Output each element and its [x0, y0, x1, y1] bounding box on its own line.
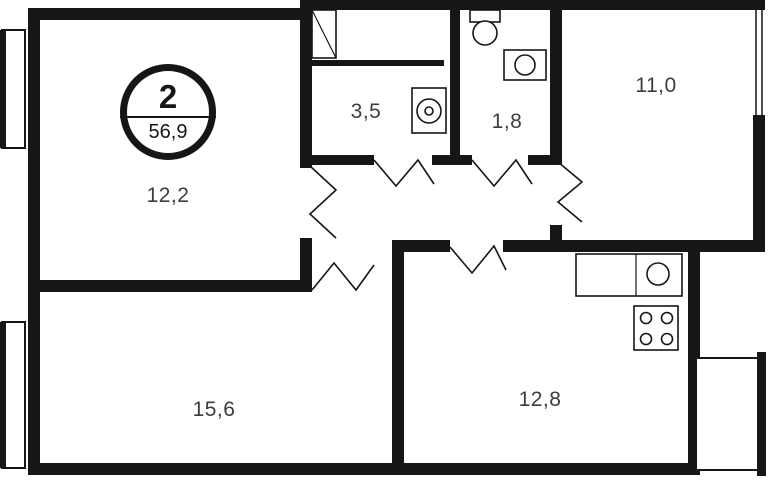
wall-segment	[300, 238, 312, 292]
wall-segment	[28, 463, 700, 475]
stove-icon	[633, 305, 679, 351]
wall-segment	[392, 240, 404, 475]
vent-shaft-icon	[311, 9, 337, 59]
wall-segment	[450, 0, 460, 155]
wall-segment	[550, 0, 562, 160]
stamp-total-area: 56,9	[148, 121, 188, 143]
washbasin-icon	[503, 49, 547, 81]
wall-segment	[28, 280, 312, 292]
wall-segment	[392, 240, 450, 252]
apartment-stamp: 2 56,9	[120, 64, 216, 160]
wall-segment	[300, 155, 374, 165]
kitchen-sink-icon	[646, 262, 670, 286]
wall-segment	[753, 115, 765, 252]
stamp-rooms-count: 2	[158, 78, 178, 115]
room-area-label: 1,8	[491, 110, 523, 133]
wall-segment	[28, 8, 312, 20]
wall-segment	[528, 155, 562, 165]
door-opening-zigzag	[311, 261, 375, 292]
door-opening-zigzag	[449, 244, 507, 275]
wall-segment	[550, 240, 765, 252]
wall-segment	[503, 240, 562, 252]
wall-segment	[514, 54, 536, 76]
wall-segment	[300, 8, 312, 168]
wall-segment	[432, 155, 472, 165]
room-area-label: 12,8	[518, 388, 562, 411]
room-area-label: 12,2	[146, 184, 190, 207]
wall-segment	[472, 20, 498, 46]
door-opening-zigzag	[308, 165, 338, 239]
wall-segment	[300, 0, 565, 10]
toilet-icon	[469, 9, 501, 46]
wall-segment	[757, 352, 766, 476]
room-area-label: 15,6	[192, 398, 236, 421]
wall-segment	[660, 332, 674, 346]
wall-segment	[0, 30, 6, 148]
wall-segment	[0, 322, 6, 468]
window-left-bottom	[0, 321, 38, 469]
wall-segment	[639, 332, 653, 346]
balcony	[695, 352, 766, 476]
door-openings	[308, 158, 584, 292]
window-right	[755, 10, 763, 115]
door-opening-zigzag	[471, 158, 533, 188]
wall-segment	[695, 357, 759, 471]
wall-segment	[424, 106, 434, 116]
washing-machine-icon	[411, 87, 447, 134]
door-opening-zigzag	[373, 158, 435, 188]
wall-segment	[28, 8, 40, 475]
kitchen-counter-icon	[575, 253, 683, 297]
interior-walls	[28, 0, 562, 475]
wall-segment	[660, 311, 674, 325]
window-left-top	[0, 29, 38, 149]
room-area-label: 11,0	[635, 74, 677, 97]
wall-segment	[639, 311, 653, 325]
wall-segment	[311, 9, 337, 59]
wall-segment	[312, 60, 444, 66]
wall-segment	[558, 0, 765, 10]
stamp-divider	[120, 116, 216, 118]
fixtures	[311, 9, 683, 351]
door-opening-zigzag	[556, 161, 584, 223]
room-area-label: 3,5	[350, 100, 382, 123]
windows	[0, 10, 763, 469]
